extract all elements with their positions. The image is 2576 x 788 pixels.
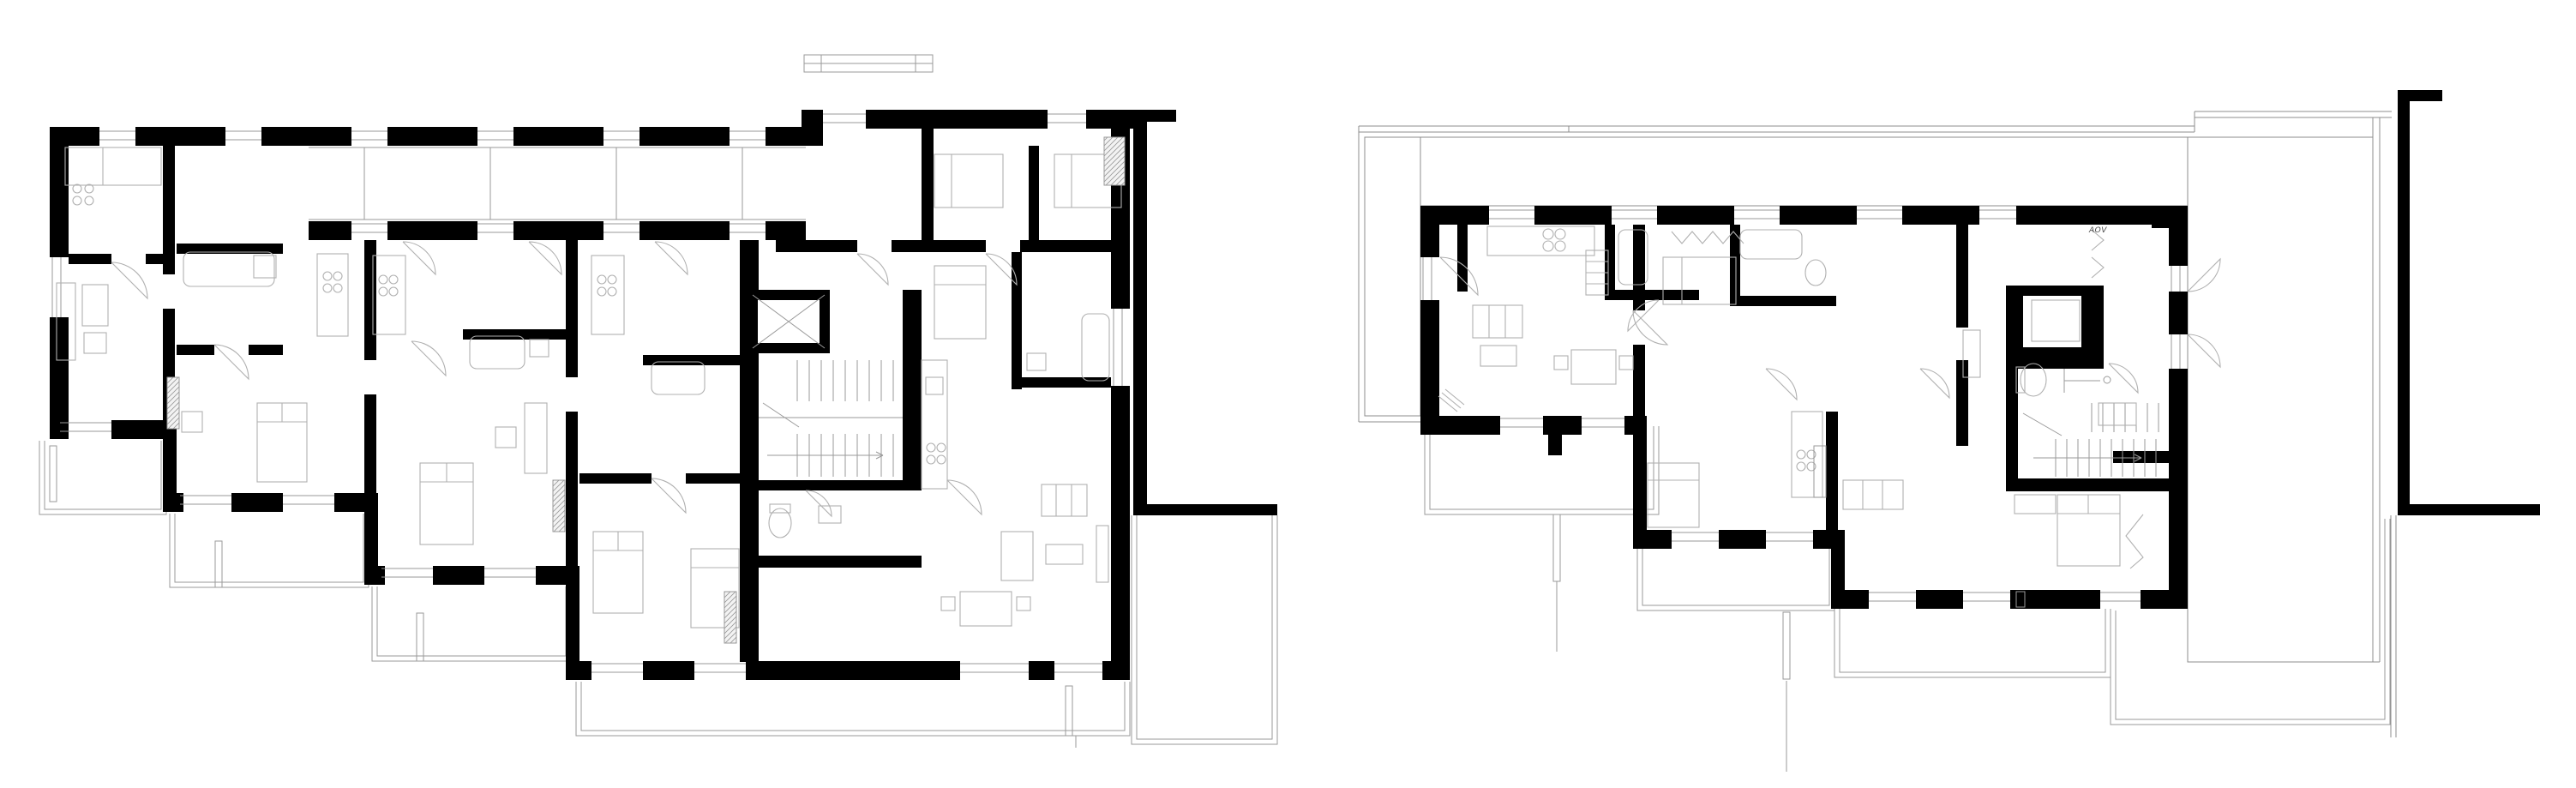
door-arcs xyxy=(111,241,1018,518)
furniture xyxy=(56,147,1122,629)
typical-floor-plan xyxy=(39,54,1278,748)
furniture xyxy=(1438,226,2144,569)
lower-terrace-outlines xyxy=(1424,426,2391,772)
stair-flights xyxy=(2022,369,2159,477)
stair-core xyxy=(748,290,903,538)
window-lines xyxy=(51,113,1123,673)
roof-plan: AOV xyxy=(1358,90,2540,772)
core-wc-fixtures xyxy=(2015,363,2047,397)
lower-terrace-outlines xyxy=(39,441,1131,748)
walls xyxy=(1420,206,2188,609)
stair-core xyxy=(2013,286,2159,477)
stippled-roof-terrace xyxy=(1364,136,2374,663)
right-terrace-outline xyxy=(1131,515,1278,745)
detached-party-wall xyxy=(2398,90,2540,515)
elevator-car xyxy=(2031,299,2081,342)
stepped-side-window-hatches xyxy=(49,445,1073,737)
door-arcs xyxy=(1439,256,2221,401)
elevator-shaft xyxy=(2013,286,2092,358)
stair-flights xyxy=(759,360,903,477)
parapet-lines xyxy=(1358,111,2397,737)
entry-canopy xyxy=(803,54,934,73)
window-lines xyxy=(1422,209,2181,602)
elevator-x-icon xyxy=(752,294,826,349)
room-label-aov: AOV xyxy=(2088,226,2107,235)
wardrobe-hatches xyxy=(166,136,1126,644)
wardrobe-hatches xyxy=(1671,229,2105,608)
access-gallery-lines xyxy=(309,147,806,220)
core-wc-fixtures xyxy=(768,503,842,538)
